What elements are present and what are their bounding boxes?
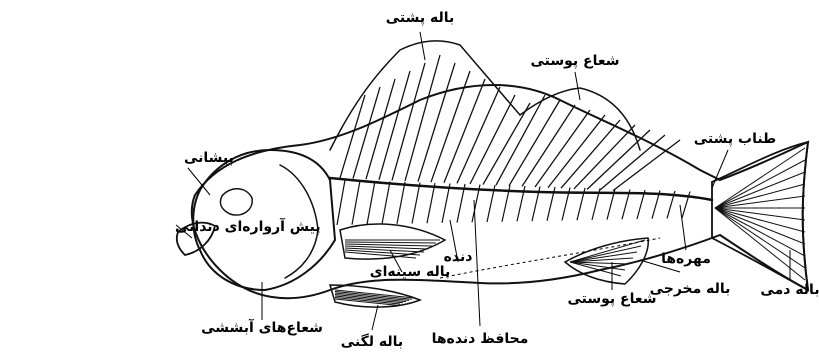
dorsal-ray (496, 95, 545, 185)
rib-bone (412, 183, 420, 224)
label-pectoral-fin: باله سینه‌ای (370, 264, 450, 280)
label-gill-rays: شعاع‌های آبششی (201, 318, 323, 336)
dorsal-ray (561, 120, 620, 188)
pectoral-ray (345, 242, 436, 243)
leader-rib-guard (474, 200, 480, 326)
rib-bone (427, 183, 435, 223)
orbit (220, 189, 252, 215)
label-forehead: پیشانی (184, 150, 234, 166)
label-caudal-fin: باله دمی (760, 282, 819, 298)
dorsal-ray (418, 63, 455, 182)
dorsal-ray (535, 110, 590, 187)
pelvic-fin (330, 285, 420, 307)
leader-pelvic-fin (372, 305, 378, 330)
rib-bone (367, 181, 375, 224)
dorsal-ray (600, 135, 665, 190)
label-rib-guard: محافظ دنده‌ها (432, 331, 529, 347)
caudal-ray (715, 184, 805, 208)
dorsal-ray (392, 63, 425, 180)
dorsal-ray (522, 105, 575, 186)
leader-dorsal-cord (712, 150, 728, 188)
caudal-ray (715, 208, 805, 280)
rib-bone (352, 181, 360, 225)
rib-bone (397, 182, 405, 224)
rib-bone (337, 180, 345, 225)
dorsal-ray (340, 95, 365, 178)
caudal-ray (715, 208, 805, 268)
anal-ray (570, 252, 637, 262)
caudal-ray (715, 208, 805, 232)
label-rib: دنده (444, 249, 473, 265)
label-pelvic-fin: باله لگنی (341, 333, 403, 350)
caudal-ray (715, 148, 805, 208)
dorsal-ray (548, 115, 605, 188)
rib-bone (382, 182, 390, 225)
caudal-ray (715, 208, 805, 256)
dorsal-ray (379, 71, 410, 180)
caudal-ray (715, 160, 805, 208)
anal-ray (570, 240, 645, 262)
dorsal-ray (509, 100, 560, 186)
rib-bone (442, 184, 450, 223)
label-dermal-ray-bottom: شعاع پوستی (567, 291, 656, 307)
dorsal-ray (613, 140, 680, 191)
caudal-ray (715, 196, 805, 208)
pectoral-ray (345, 244, 432, 246)
dorsal-ray (587, 130, 650, 189)
rib-bone (457, 184, 465, 223)
label-dorsal-fin: باله پشتی (386, 10, 455, 26)
leader-dermal-ray-top (575, 72, 580, 100)
anal-ray (570, 262, 621, 276)
dorsal-ray (574, 125, 635, 189)
label-vertebrae: مهره‌ها (661, 251, 711, 267)
fish-skeleton (177, 41, 808, 307)
label-dermal-ray-top: شعاع پوستی (530, 53, 619, 69)
label-anal-fin: باله مخرجی (650, 281, 731, 297)
leader-dorsal-fin (420, 32, 425, 60)
dorsal-ray (353, 87, 380, 179)
label-dorsal-cord: طناب پشتی (694, 131, 776, 147)
leader-vertebrae (680, 205, 686, 250)
label-premaxilla: پیش آرواره‌ای دندانی (175, 217, 321, 235)
dorsal-ray (366, 79, 395, 179)
